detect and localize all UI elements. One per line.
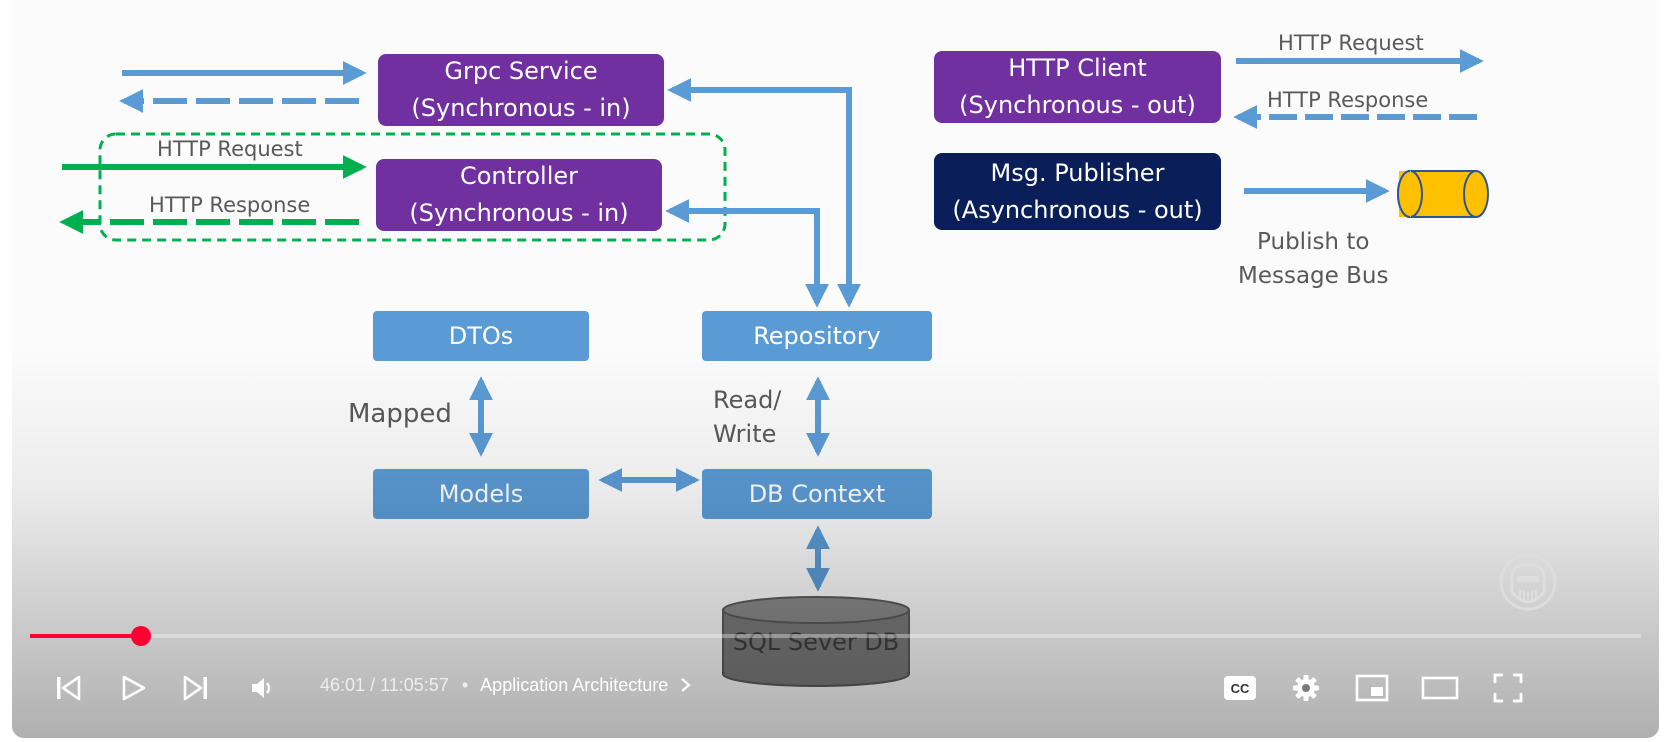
- architecture-diagram: [59, 49, 1489, 687]
- theater-mode-button[interactable]: [1418, 670, 1462, 706]
- previous-icon: [57, 675, 81, 701]
- chapter-title[interactable]: Application Architecture: [480, 675, 693, 695]
- current-time: 46:01: [320, 675, 366, 695]
- next-icon: [183, 675, 207, 701]
- grpc-service-subtitle: (Synchronous - in): [411, 94, 631, 122]
- repository-controller-connector: [665, 199, 829, 308]
- time-display: 46:01 / 11:05:57 • Application Architect…: [320, 675, 693, 696]
- repository-box: Repository: [702, 311, 932, 361]
- dtos-box: DTOs: [373, 311, 589, 361]
- publish-label-line1: Publish to: [1257, 229, 1370, 255]
- previous-button[interactable]: [50, 670, 86, 706]
- play-button[interactable]: [116, 670, 152, 706]
- time-separator: /: [370, 675, 376, 695]
- chevron-right-icon: [681, 678, 691, 692]
- video-player[interactable]: Grpc Service (Synchronous - in) Controll…: [12, 0, 1659, 738]
- sql-db-icon: [722, 596, 910, 687]
- read-write-label-line1: Read/: [713, 386, 782, 414]
- volume-button[interactable]: [244, 670, 280, 706]
- read-write-label: Read/ Write: [713, 383, 781, 451]
- read-write-label-line2: Write: [713, 420, 777, 448]
- play-icon: [122, 675, 146, 701]
- message-bus-icon: [1397, 170, 1489, 218]
- publish-label-line2: Message Bus: [1238, 263, 1389, 289]
- progress-bar[interactable]: [30, 626, 1641, 646]
- db-context-label: DB Context: [748, 479, 886, 508]
- next-button[interactable]: [178, 670, 214, 706]
- client-http-response-label: HTTP Response: [1267, 88, 1429, 112]
- fullscreen-icon: [1493, 673, 1523, 703]
- controller-box: Controller (Synchronous - in): [376, 159, 662, 231]
- player-controls: 46:01 / 11:05:57 • Application Architect…: [12, 618, 1659, 738]
- chapter-title-text: Application Architecture: [480, 675, 669, 695]
- http-client-title: HTTP Client: [1008, 54, 1147, 82]
- grpc-service-title: Grpc Service: [444, 57, 598, 85]
- controller-http-response-label: HTTP Response: [149, 193, 311, 217]
- http-client-subtitle: (Synchronous - out): [959, 91, 1196, 119]
- publish-label: Publish to Message Bus: [1238, 225, 1388, 293]
- dtos-label: DTOs: [448, 321, 514, 350]
- msg-publisher-title: Msg. Publisher: [990, 158, 1165, 187]
- repository-grpc-connector: [667, 78, 861, 308]
- miniplayer-button[interactable]: [1352, 670, 1392, 706]
- controller-title: Controller: [459, 162, 579, 190]
- msg-publisher-subtitle: (Asynchronous - out): [952, 195, 1203, 224]
- sql-db-label: SQL Sever DB: [732, 628, 900, 656]
- captions-icon: CC: [1224, 676, 1256, 700]
- duration: 11:05:57: [380, 675, 449, 695]
- volume-icon: [252, 678, 271, 698]
- models-label: Models: [438, 479, 524, 508]
- db-context-box: DB Context: [702, 469, 932, 519]
- models-box: Models: [373, 469, 589, 519]
- repository-label: Repository: [753, 321, 881, 350]
- controller-boundary: [98, 132, 727, 242]
- miniplayer-icon: [1355, 674, 1389, 702]
- fullscreen-button[interactable]: [1488, 670, 1528, 706]
- settings-button[interactable]: [1286, 670, 1326, 706]
- msg-publisher-box: Msg. Publisher (Asynchronous - out): [934, 153, 1221, 230]
- progress-played: [30, 634, 142, 638]
- progress-scrubber[interactable]: [131, 626, 152, 646]
- channel-watermark-icon[interactable]: [1498, 552, 1558, 612]
- settings-icon: [1293, 675, 1319, 701]
- theater-icon: [1421, 676, 1459, 700]
- captions-icon-label: CC: [1231, 681, 1250, 696]
- client-http-request-label: HTTP Request: [1278, 31, 1424, 55]
- controller-subtitle: (Synchronous - in): [409, 199, 629, 227]
- http-client-box: HTTP Client (Synchronous - out): [934, 51, 1221, 123]
- controller-http-request-label: HTTP Request: [157, 137, 303, 161]
- chapter-bullet: •: [461, 675, 469, 695]
- captions-button[interactable]: CC: [1220, 670, 1260, 706]
- mapped-label: Mapped: [348, 399, 452, 429]
- grpc-service-box: Grpc Service (Synchronous - in): [378, 54, 664, 126]
